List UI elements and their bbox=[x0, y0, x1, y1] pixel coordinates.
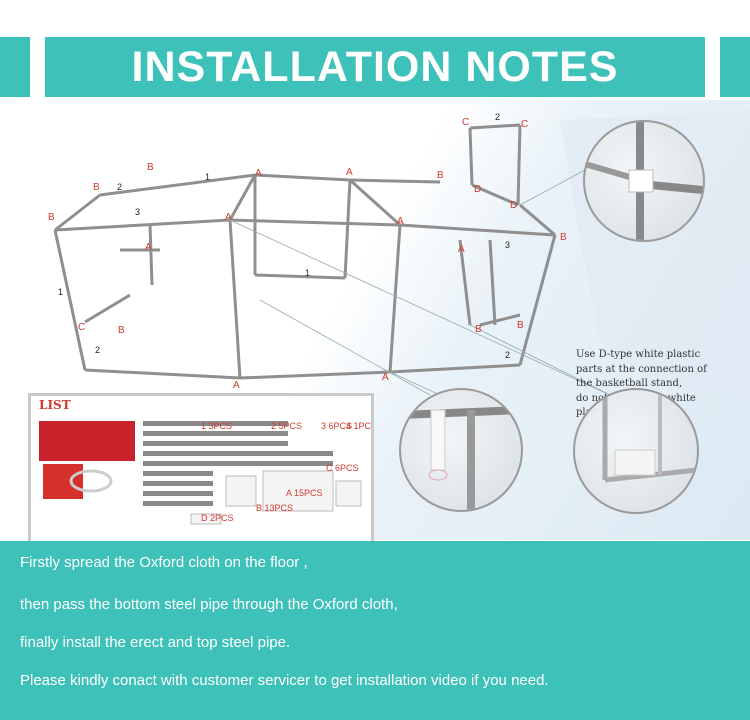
svg-text:A: A bbox=[145, 242, 152, 253]
part-label-2: 2 5PCS bbox=[271, 421, 302, 431]
steel-pipes-bundle bbox=[143, 421, 333, 506]
part-label-a: A 15PCS bbox=[286, 488, 323, 498]
svg-text:1: 1 bbox=[205, 172, 210, 182]
svg-text:B: B bbox=[437, 170, 444, 181]
part-label-d: D 2PCS bbox=[201, 513, 234, 523]
detail-circle-d-connector bbox=[583, 120, 705, 242]
svg-text:2: 2 bbox=[505, 350, 510, 360]
svg-text:C: C bbox=[521, 119, 528, 130]
svg-text:B: B bbox=[147, 162, 154, 173]
svg-text:A: A bbox=[458, 244, 465, 255]
bottom-joint-detail-drawing bbox=[401, 406, 521, 510]
svg-text:2: 2 bbox=[95, 345, 100, 355]
corner-detail-drawing bbox=[602, 390, 697, 483]
instructions-panel: Firstly spread the Oxford cloth on the f… bbox=[0, 541, 750, 720]
svg-text:B: B bbox=[48, 212, 55, 223]
note-line: parts at the connection of bbox=[576, 363, 707, 375]
part-label-3: 3 6PCS bbox=[321, 421, 352, 431]
title-banner: INSTALLATION NOTES bbox=[0, 37, 750, 97]
svg-text:3: 3 bbox=[135, 207, 140, 217]
svg-text:3: 3 bbox=[505, 240, 510, 250]
svg-text:C: C bbox=[462, 117, 469, 128]
note-line: the basketball stand, bbox=[576, 378, 683, 389]
parts-list-title: LIST bbox=[39, 398, 71, 412]
banner-left-bracket bbox=[30, 37, 45, 97]
svg-text:C: C bbox=[78, 322, 85, 333]
step-4-text: Please kindly conact with customer servi… bbox=[20, 672, 549, 689]
svg-text:A: A bbox=[233, 380, 240, 391]
banner-right-bracket bbox=[705, 37, 720, 97]
step-2-text: then pass the bottom steel pipe through … bbox=[20, 596, 398, 613]
svg-text:1: 1 bbox=[58, 287, 63, 297]
svg-text:2: 2 bbox=[495, 112, 500, 122]
svg-text:B: B bbox=[93, 182, 100, 193]
svg-text:D: D bbox=[474, 184, 481, 195]
svg-text:A: A bbox=[382, 372, 389, 383]
step-3-text: finally install the erect and top steel … bbox=[20, 634, 291, 651]
svg-text:A: A bbox=[255, 168, 262, 179]
svg-text:B: B bbox=[475, 324, 482, 335]
detail-circle-bottom-joint bbox=[399, 388, 523, 512]
svg-text:B: B bbox=[560, 232, 567, 243]
header: INSTALLATION NOTES bbox=[0, 0, 750, 100]
note-line: Use D-type white plastic bbox=[576, 349, 701, 360]
d-connector-detail-drawing bbox=[585, 122, 703, 240]
svg-text:D: D bbox=[510, 200, 517, 211]
step-1-text: Firstly spread the Oxford cloth on the f… bbox=[20, 554, 308, 571]
svg-text:1: 1 bbox=[305, 268, 310, 278]
svg-text:B: B bbox=[517, 320, 524, 331]
svg-text:2: 2 bbox=[117, 182, 122, 192]
svg-text:B: B bbox=[118, 325, 125, 336]
part-label-1: 1 3PCS bbox=[201, 421, 232, 431]
parts-list: LIST bbox=[28, 393, 374, 544]
svg-text:A: A bbox=[397, 216, 404, 227]
detail-circle-corner bbox=[573, 388, 699, 514]
part-label-4: 4 1PCS bbox=[346, 421, 371, 431]
svg-text:A: A bbox=[346, 167, 353, 178]
oxford-cloth-bundle bbox=[39, 421, 135, 499]
part-label-b: B 13PCS bbox=[256, 503, 293, 513]
part-label-c: C 6PCS bbox=[326, 463, 359, 473]
plastic-connectors bbox=[190, 470, 362, 525]
page-title: INSTALLATION NOTES bbox=[131, 43, 619, 91]
svg-text:A: A bbox=[225, 212, 232, 223]
